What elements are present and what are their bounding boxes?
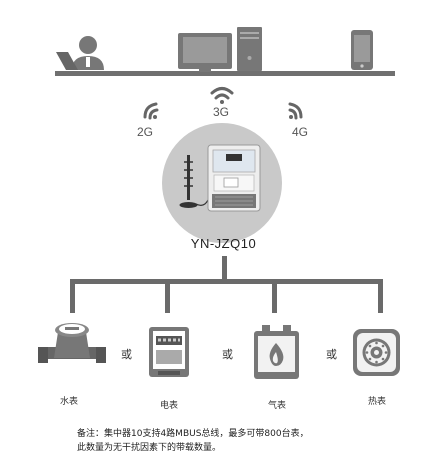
mobile-phone-icon xyxy=(351,30,373,70)
user-at-laptop-icon xyxy=(56,36,104,70)
or-label-2: 或 xyxy=(222,348,233,361)
heat-meter-icon xyxy=(353,329,400,376)
signal-4g-icon xyxy=(288,102,303,120)
signal-3g-icon xyxy=(210,87,234,104)
bus-drop-heat xyxy=(378,279,383,313)
footnote-line-1: 备注：集中器10支持4路MBUS总线，最多可带800台表， xyxy=(77,429,309,439)
footnote: 备注：集中器10支持4路MBUS总线，最多可带800台表， 此数量为无干扰因素下… xyxy=(77,427,309,455)
gas-meter-label: 气表 xyxy=(268,401,287,411)
or-label-1: 或 xyxy=(121,348,132,361)
electric-meter-icon xyxy=(149,327,189,377)
desktop-computer-icon xyxy=(178,27,262,72)
bus-drop-gas xyxy=(272,279,277,313)
or-label-3: 或 xyxy=(326,348,337,361)
meter-bus-line xyxy=(70,279,383,284)
signal-2g-label: 2G xyxy=(137,125,154,139)
antenna-icon xyxy=(179,155,209,208)
gas-meter-icon xyxy=(254,325,299,379)
top-network-bar xyxy=(55,71,395,76)
footnote-line-2: 此数量为无干扰因素下的带载数量。 xyxy=(77,443,222,453)
signal-2g-icon xyxy=(143,102,159,120)
bus-drop-water xyxy=(70,279,75,313)
signal-4g-label: 4G xyxy=(292,125,309,139)
heat-meter-label: 热表 xyxy=(368,397,387,407)
water-meter-icon xyxy=(38,323,106,363)
concentrator-device xyxy=(207,144,261,212)
electric-meter-label: 电表 xyxy=(160,401,179,411)
signal-3g-label: 3G xyxy=(213,105,230,119)
concentrator-model-label: YN-JZQ10 xyxy=(190,236,257,251)
concentrator-drop-line xyxy=(222,256,227,282)
bus-drop-electric xyxy=(165,279,170,313)
water-meter-label: 水表 xyxy=(60,397,79,407)
